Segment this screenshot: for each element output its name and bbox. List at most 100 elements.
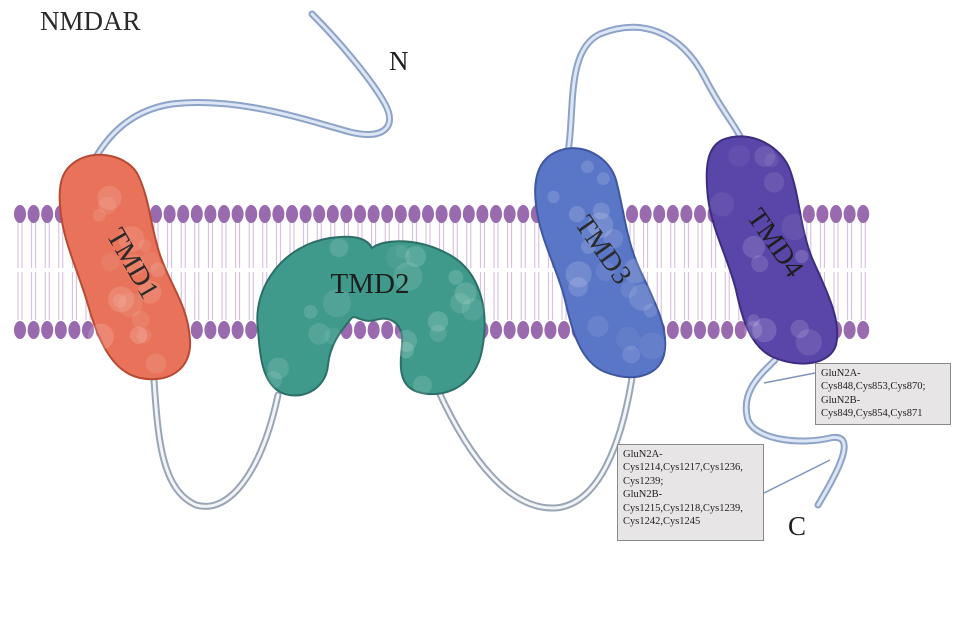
surface-texture xyxy=(461,297,485,321)
surface-texture xyxy=(595,261,616,282)
lipid-tail xyxy=(670,272,676,320)
surface-texture xyxy=(581,222,603,244)
lipid-head xyxy=(857,205,870,223)
lipid-head xyxy=(843,321,856,339)
lipid-tail xyxy=(860,272,866,320)
c-terminus-label: C xyxy=(788,511,806,541)
lipid-head xyxy=(41,321,54,339)
surface-texture xyxy=(581,160,594,174)
lipid-head xyxy=(54,321,67,339)
lipid-head xyxy=(530,321,543,339)
lipid-head xyxy=(14,205,26,223)
annotation-line: Cys1214,Cys1217,Cys1236, xyxy=(623,462,743,474)
lipid-head xyxy=(41,205,54,223)
surface-texture xyxy=(790,319,809,339)
lipid-head xyxy=(82,321,94,339)
annotation-line: Cys848,Cys853,Cys870; xyxy=(821,381,926,393)
lipid-head xyxy=(802,205,815,223)
ctail-cysteine-annotation: GluN2A- Cys1214,Cys1217,Cys1236, Cys1239… xyxy=(617,444,764,541)
surface-texture xyxy=(596,172,610,186)
lipid-tail xyxy=(207,272,213,320)
annotation-line: Cys1239; xyxy=(623,475,664,487)
annotation-line: GluN2A- xyxy=(821,368,861,379)
lipid-head xyxy=(734,321,747,339)
surface-texture xyxy=(709,192,735,217)
lipid-tail xyxy=(71,272,77,320)
surface-texture xyxy=(565,261,592,288)
lipid-tail xyxy=(683,272,689,320)
lipid-head xyxy=(435,205,448,223)
tmd3-domain xyxy=(534,147,667,379)
surface-texture xyxy=(764,153,779,168)
surface-texture xyxy=(112,293,127,308)
lipid-head xyxy=(680,205,693,223)
tmd1-domain xyxy=(58,153,192,381)
lipid-tail xyxy=(31,272,37,320)
surface-texture xyxy=(587,315,609,337)
lipid-tail xyxy=(479,222,485,268)
lipid-tail xyxy=(847,272,853,320)
lipid-head xyxy=(354,205,366,223)
lipid-tail xyxy=(520,272,526,320)
lipid-head xyxy=(381,205,394,223)
surface-texture xyxy=(616,326,640,351)
lipid-head xyxy=(544,321,557,339)
lipid-head xyxy=(830,205,842,223)
surface-texture xyxy=(395,244,410,259)
lipid-head xyxy=(272,205,285,223)
lipid-head xyxy=(680,321,693,339)
surface-texture xyxy=(123,254,145,276)
lipid-head xyxy=(286,205,298,223)
lipid-head xyxy=(449,205,462,223)
lipid-tail xyxy=(860,222,866,268)
lipid-tail xyxy=(235,272,241,320)
surface-texture xyxy=(638,332,666,360)
lipid-head xyxy=(707,321,720,339)
lipid-head xyxy=(190,321,203,339)
annotation-line: Cys1215,Cys1218,Cys1239, xyxy=(623,502,743,514)
surface-texture xyxy=(622,345,641,364)
lipid-tail xyxy=(724,272,730,320)
diagram-title: NMDAR xyxy=(40,6,141,36)
surface-texture xyxy=(322,289,352,318)
lipid-head xyxy=(367,205,380,223)
annotation-line: Cys849,Cys854,Cys871 xyxy=(821,408,923,420)
surface-texture xyxy=(385,244,411,270)
lipid-head xyxy=(558,321,570,339)
lipid-head xyxy=(666,205,679,223)
surface-texture xyxy=(92,208,106,222)
surface-texture xyxy=(131,310,150,329)
lipid-head xyxy=(476,205,489,223)
surface-texture xyxy=(329,238,349,258)
surface-texture xyxy=(603,228,624,249)
lipid-head xyxy=(177,205,190,223)
lipid-head xyxy=(326,205,339,223)
annotation-line: GluN2B- xyxy=(821,394,861,406)
surface-texture xyxy=(587,212,614,239)
surface-texture xyxy=(117,292,143,318)
lipid-head xyxy=(14,321,26,339)
lipid-head xyxy=(204,205,217,223)
lipid-head xyxy=(503,321,516,339)
lipid-tail xyxy=(17,272,23,320)
surface-texture xyxy=(592,202,610,220)
lipid-head xyxy=(843,205,856,223)
tmd1-helix xyxy=(58,153,192,381)
peptide-chain xyxy=(88,10,848,512)
lipid-head xyxy=(367,321,380,339)
lipid-tail xyxy=(520,222,526,268)
tmd2-domain xyxy=(256,235,486,397)
lipid-head xyxy=(394,205,407,223)
lipid-head xyxy=(354,321,366,339)
lipid-tail xyxy=(194,222,200,268)
annotation-line: GluN2A- xyxy=(623,449,663,460)
surface-texture xyxy=(136,328,152,344)
tmd4-annotation-connector xyxy=(763,372,816,384)
lipid-tail xyxy=(248,272,254,320)
lipid-tail xyxy=(656,222,662,268)
surface-texture xyxy=(324,327,342,345)
surface-texture xyxy=(129,326,148,344)
tmd4-cysteine-annotation: GluN2A- Cys848,Cys853,Cys870; GluN2B- Cy… xyxy=(815,363,951,425)
lipid-tail xyxy=(221,272,227,320)
